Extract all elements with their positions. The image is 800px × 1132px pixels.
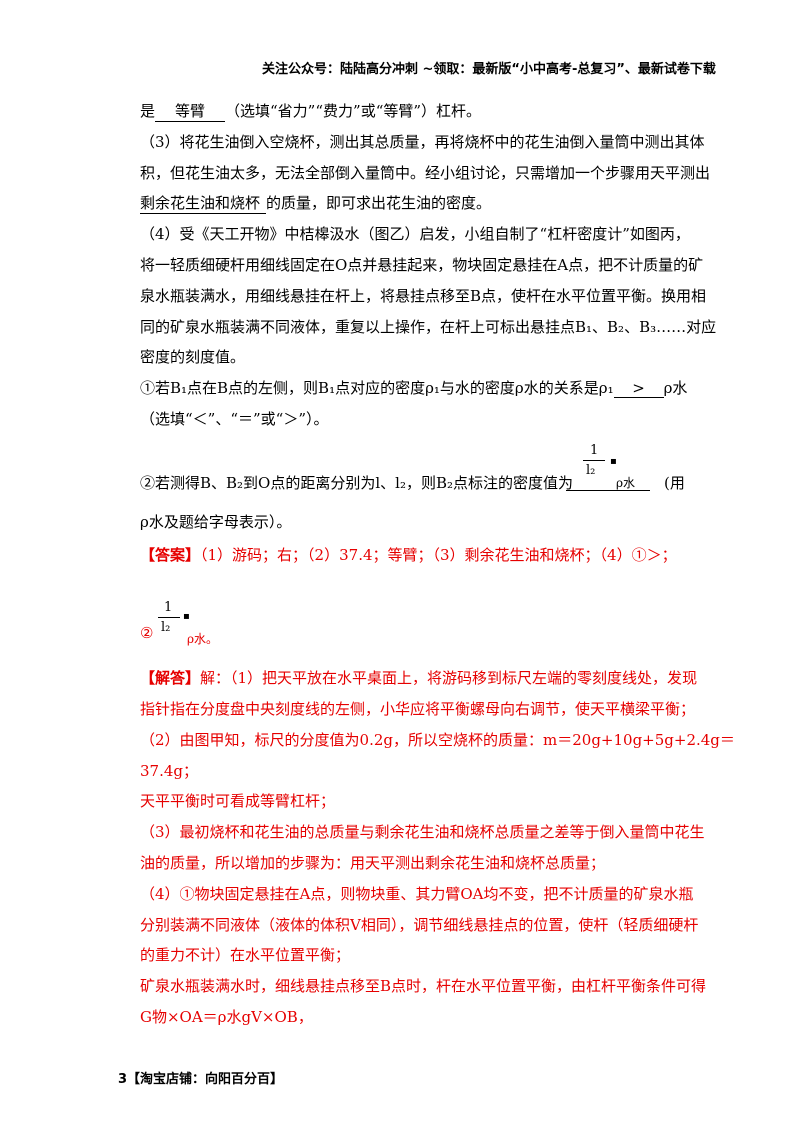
answer-fraction-bar <box>158 617 180 618</box>
answer-line: 【答案】（1）游码；右；（2）37.4；等臂；（3）剩余花生油和烧杯；（4）①＞… <box>140 546 677 564</box>
line-9: 密度的刻度值。 <box>140 348 246 366</box>
solution-line-10: 的重力不计）在水平位置平衡； <box>140 946 351 964</box>
solution-line-11: 矿泉水瓶装满水时，细线悬挂点移至B点时，杆在水平位置平衡，由杠杆平衡条件可得 <box>140 977 707 995</box>
line-11: （选填“＜”、“＝”或“＞”）。 <box>140 410 329 428</box>
line-5: （4）受《天工开物》中桔槔汲水（图乙）启发，小组自制了“杠杆密度计”如图丙， <box>140 225 690 243</box>
solution-line-6: （3）最初烧杯和花生油的总质量与剩余花生油和烧杯总质量之差等于倒入量筒中花生 <box>140 823 705 841</box>
solution-line-7: 油的质量，所以增加的步骤为：用天平测出剩余花生油和烧杯总质量； <box>140 854 606 872</box>
line-7: 泉水瓶装满水，用细线悬挂在杆上，将悬挂点移至B点，使杆在水平位置平衡。换用相 <box>140 287 707 305</box>
answer-blank-compare: > <box>613 379 664 398</box>
answer-dot-mark: ▪ <box>183 611 190 622</box>
line-10: ①若B₁点在B点的左侧，则B₁点对应的密度ρ₁与水的密度ρ水的关系是ρ₁>ρ水 <box>140 379 688 398</box>
answer-blank-step: 剩余花生油和烧杯 <box>140 192 267 214</box>
page-header: 关注公众号：陆陆高分冲刺 ~领取：最新版“小中高考-总复习”、最新试卷下载 <box>262 62 716 77</box>
solution-line-1: 【解答】解：（1）把天平放在水平桌面上，将游码移到标尺左端的零刻度线处，发现 <box>140 669 698 687</box>
solution-line-4: 37.4g； <box>140 762 199 780</box>
fraction-bar <box>583 460 605 461</box>
answer-2-circle: ② <box>140 624 154 642</box>
fraction-rho: ρ水 <box>616 476 636 490</box>
answer-2-rho: ρ水。 <box>187 632 219 646</box>
solution-line-12: G物×OA＝ρ水gV×OB， <box>140 1008 313 1026</box>
solution-line-8: （4）①物块固定悬挂在A点，则物块重、其力臂OA均不变，把不计质量的矿泉水瓶 <box>140 885 694 903</box>
fraction-denominator: l₂ <box>586 463 596 478</box>
line-12: ②若测得B、B₂到O点的距离分别为l、l₂，则B₂点标注的密度值为 <box>140 474 574 492</box>
solution-line-9: 分别装满不同液体（液体的体积V相同），调节细线悬挂点的位置，使杆（轻质细硬杆 <box>140 916 699 934</box>
answer-fraction-numerator: 1 <box>164 600 173 615</box>
fraction-numerator: 1 <box>590 443 599 458</box>
line-6: 将一轻质细硬杆用细线固定在O点并悬挂起来，物块固定悬挂在A点，把不计质量的矿 <box>140 256 704 274</box>
dot-mark: ▪ <box>610 456 617 467</box>
solution-line-2: 指针指在分度盘中央刻度线的左侧，小华应将平衡螺母向右调节，使天平横梁平衡； <box>140 700 696 718</box>
answer-fraction-denominator: l₂ <box>161 620 171 635</box>
line-1: 是等臂（选填“省力”“费力”或“等臂”）杠杆。 <box>140 100 482 122</box>
solution-line-3: （2）由图甲知，标尺的分度值为0.2g，所以空烧杯的质量：m＝20g+10g+5… <box>140 731 735 749</box>
line-2: （3）将花生油倒入空烧杯，测出其总质量，再将烧杯中的花生油倒入量筒中测出其体 <box>140 133 705 151</box>
line-4: 剩余花生油和烧杯的质量，即可求出花生油的密度。 <box>140 192 492 214</box>
answer-blank-density <box>566 480 650 491</box>
page-footer: 3【淘宝店铺：向阳百分百】 <box>118 1072 284 1087</box>
line-3: 积，但花生油太多，无法全部倒入量筒中。经小组讨论，只需增加一个步骤用天平测出 <box>140 164 711 182</box>
line-12-post: (用 <box>664 474 685 492</box>
answer-tag: 【答案】 <box>140 546 201 564</box>
solution-line-5: 天平平衡时可看成等臂杠杆； <box>140 792 336 810</box>
answer-blank-lever: 等臂 <box>155 100 226 122</box>
line-13: ρ水及题给字母表示）。 <box>140 513 292 531</box>
line-8: 同的矿泉水瓶装满不同液体，重复以上操作，在杆上可标出悬挂点B₁、B₂、B₃……对… <box>140 318 717 336</box>
